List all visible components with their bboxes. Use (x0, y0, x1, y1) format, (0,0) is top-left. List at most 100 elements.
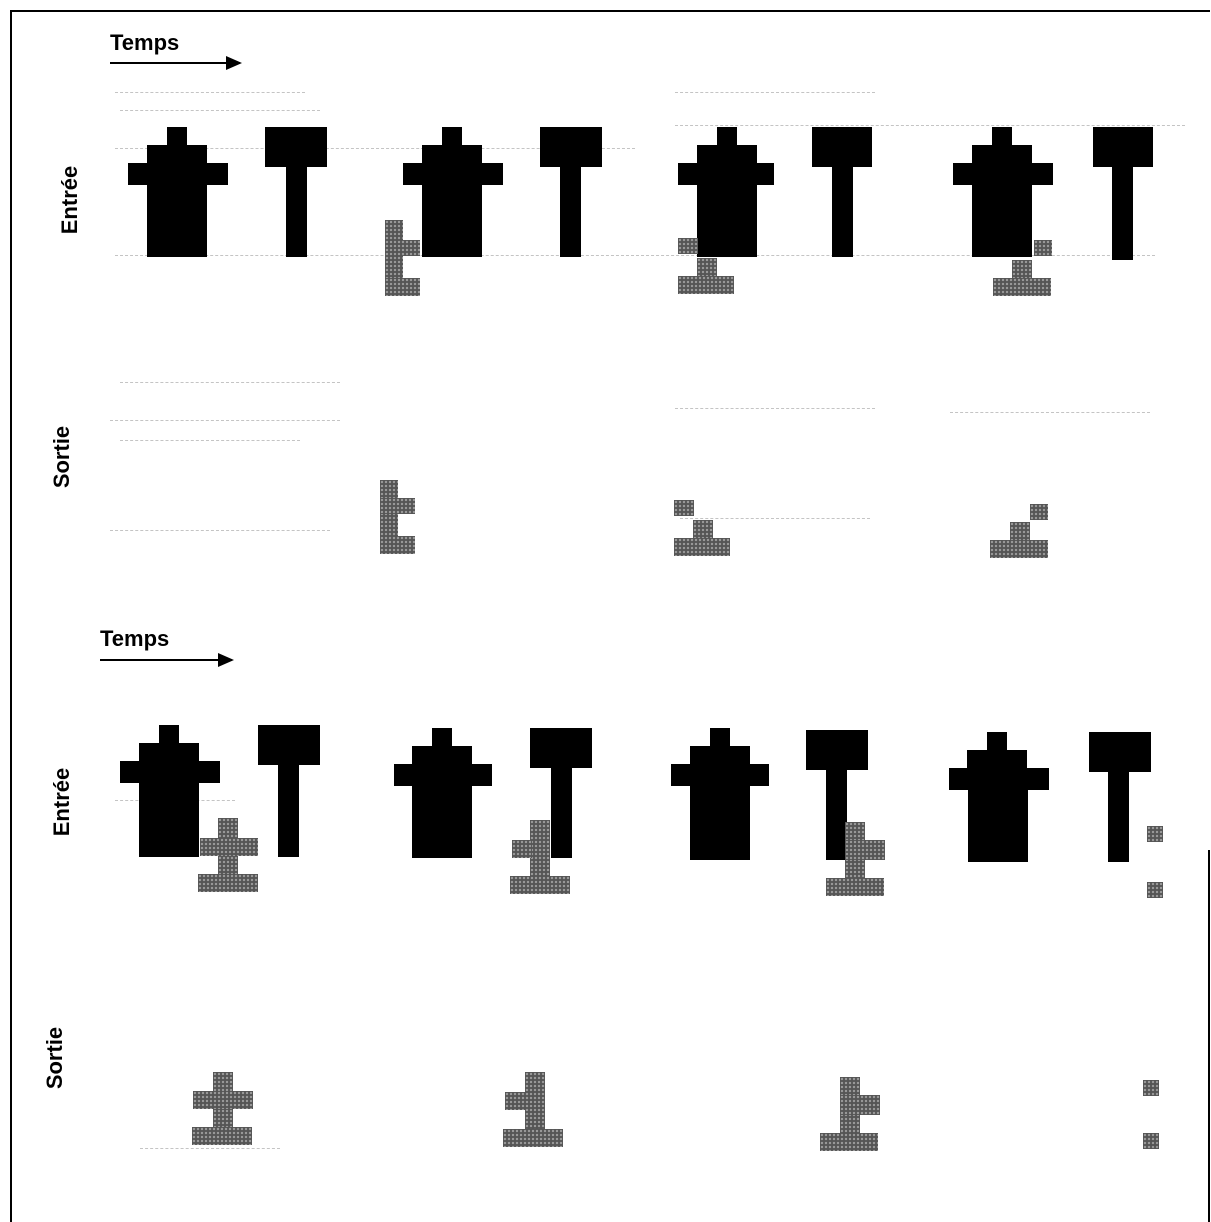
stimulus-shape (218, 856, 238, 876)
t-shape (258, 725, 320, 765)
output-shape (213, 1072, 233, 1092)
stimulus-shape (512, 840, 532, 858)
output-shape (1030, 504, 1048, 520)
tall-shape (972, 145, 1032, 165)
stimulus-shape (678, 276, 734, 294)
output-shape (380, 498, 415, 514)
tall-shape (967, 750, 1027, 770)
tall-shape (690, 746, 750, 766)
time-arrow-bottom (100, 653, 234, 667)
tall-shape (412, 784, 472, 858)
stimulus-shape (1034, 240, 1052, 256)
tall-shape (442, 127, 462, 147)
output-shape (192, 1127, 252, 1145)
t-shape (812, 127, 872, 167)
stimulus-shape (1147, 882, 1163, 898)
guide-line (115, 148, 635, 149)
t-shape (1093, 127, 1153, 167)
stimulus-shape (218, 818, 238, 838)
output-shape (1143, 1133, 1159, 1149)
guide-line (680, 518, 870, 519)
guide-line (675, 92, 875, 93)
tall-shape (690, 784, 750, 860)
guide-line (675, 125, 1185, 126)
stimulus-shape (1147, 826, 1163, 842)
t-shape (278, 763, 299, 857)
tall-shape (972, 183, 1032, 257)
tall-shape (697, 183, 757, 257)
t-shape (806, 730, 868, 770)
t-shape (832, 165, 853, 257)
tall-shape (671, 764, 769, 786)
t-shape (530, 728, 592, 768)
tall-shape (139, 743, 199, 763)
guide-line (110, 420, 340, 421)
stimulus-shape (198, 874, 258, 892)
tall-shape (953, 163, 1053, 185)
stimulus-shape (697, 258, 717, 276)
output-shape (505, 1092, 525, 1110)
output-shape (840, 1095, 880, 1115)
t-shape (826, 768, 847, 860)
stimulus-shape (530, 820, 550, 878)
tall-shape (949, 768, 1049, 790)
guide-line (120, 110, 320, 111)
tall-shape (422, 183, 482, 257)
output-shape (820, 1133, 878, 1151)
tall-shape (710, 728, 730, 748)
tall-shape (968, 788, 1028, 862)
guide-line (110, 530, 330, 531)
guide-line (120, 440, 300, 441)
tall-shape (139, 781, 199, 857)
tall-shape (147, 145, 207, 165)
tall-shape (120, 761, 220, 783)
guide-line (115, 92, 305, 93)
tall-shape (992, 127, 1012, 147)
output-shape (503, 1129, 563, 1147)
output-shape (674, 500, 694, 516)
stimulus-shape (385, 240, 420, 256)
tall-shape (697, 145, 757, 165)
output-shape (1143, 1080, 1159, 1096)
tall-shape (412, 746, 472, 766)
output-shape (1010, 522, 1030, 540)
tall-shape (159, 725, 179, 745)
tall-shape (403, 163, 503, 185)
time-arrow-top (110, 56, 242, 70)
t-shape (560, 165, 581, 257)
tall-shape (167, 127, 187, 147)
time-label-top: Temps (110, 30, 180, 55)
tall-shape (422, 145, 482, 165)
t-shape (286, 165, 307, 257)
output-shape (380, 536, 415, 554)
output-shape (525, 1072, 545, 1130)
tall-shape (987, 732, 1007, 752)
frame-top (10, 10, 1210, 12)
guide-line (675, 408, 875, 409)
output-shape (674, 538, 730, 556)
output-shape (693, 520, 713, 538)
frame-left (10, 10, 12, 1222)
stimulus-shape (1012, 260, 1032, 278)
stimulus-shape (845, 840, 885, 860)
guide-line (140, 1148, 280, 1149)
guide-line (120, 382, 340, 383)
stimulus-shape (200, 838, 258, 856)
t-shape (1108, 770, 1129, 862)
time-label-bottom: Temps (100, 626, 170, 651)
t-shape (1112, 165, 1133, 260)
t-shape (1089, 732, 1151, 772)
tall-shape (678, 163, 774, 185)
t-shape (540, 127, 602, 167)
stimulus-shape (826, 878, 884, 896)
output-shape (213, 1109, 233, 1129)
frame-right (1208, 850, 1210, 1222)
stimulus-shape (678, 238, 698, 254)
output-shape (193, 1091, 253, 1109)
t-shape (265, 127, 327, 167)
stimulus-shape (510, 876, 570, 894)
stimulus-shape (993, 278, 1051, 296)
tall-shape (147, 183, 207, 257)
stimulus-shape (385, 278, 420, 296)
